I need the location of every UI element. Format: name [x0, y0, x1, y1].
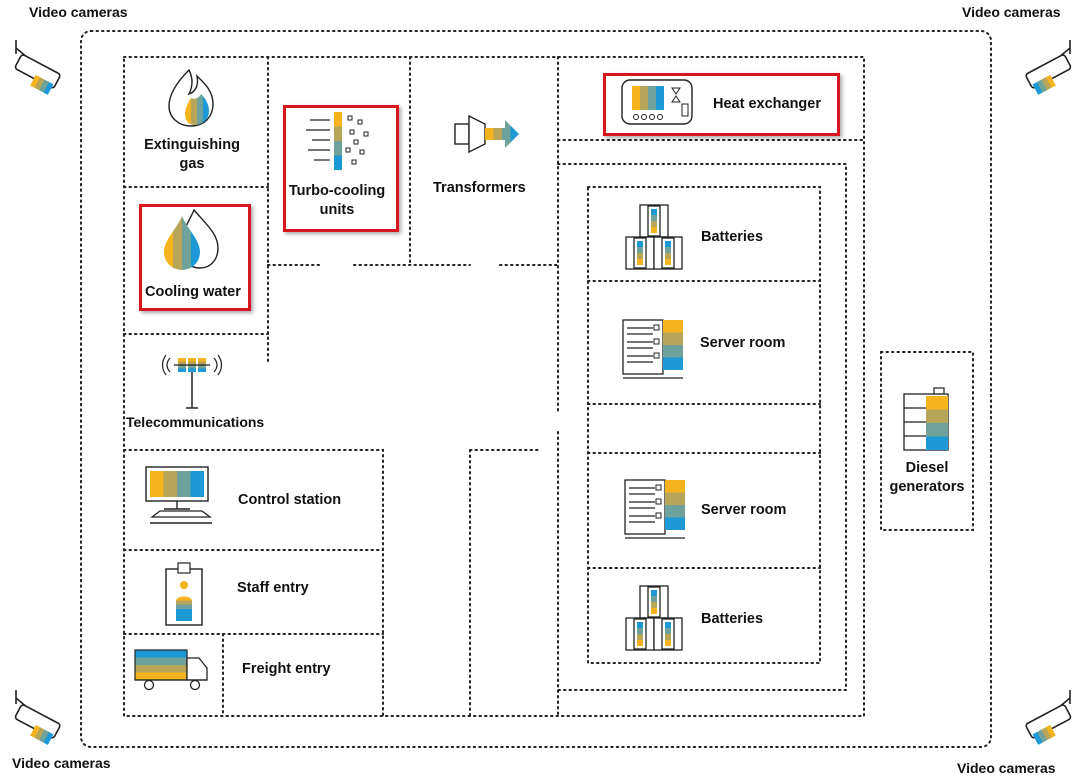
- highlight-turbo-cooling: [283, 105, 399, 232]
- label-turbo-cooling: Turbo-cooling units: [288, 183, 386, 218]
- truck-icon: [134, 649, 208, 691]
- camera-icon-top-left: [13, 39, 62, 96]
- label-batteries-top: Batteries: [701, 229, 764, 245]
- generator-icon: [903, 387, 949, 451]
- label-staff-entry: Staff entry: [237, 580, 309, 596]
- camera-icon-top-right: [1024, 39, 1073, 96]
- highlight-heat-exchanger: [603, 73, 840, 136]
- label-cooling-water: Cooling water: [145, 284, 241, 300]
- badge-icon: [165, 562, 203, 626]
- server-icon-top: [622, 319, 684, 379]
- label-freight-entry: Freight entry: [242, 661, 331, 677]
- walls: [80, 30, 992, 748]
- camera-label-top-left: Video cameras: [29, 4, 128, 20]
- water-drop-icon: [164, 208, 219, 270]
- flame-icon: [168, 68, 214, 127]
- transformer-icon: [454, 114, 519, 154]
- highlight-cooling-water: [139, 204, 251, 311]
- label-extinguishing-gas: Extinguishing gas: [144, 137, 240, 172]
- label-diesel-generators: Diesel generators: [889, 460, 965, 495]
- monitor-icon: [145, 466, 212, 524]
- camera-label-bottom-left: Video cameras: [12, 755, 111, 771]
- batteries-icon-bottom: [626, 586, 682, 650]
- label-batteries-bottom: Batteries: [701, 611, 764, 627]
- antenna-icon: [161, 354, 223, 409]
- label-heat-exchanger: Heat exchanger: [713, 96, 821, 112]
- label-control-station: Control station: [238, 492, 342, 508]
- label-server-room-top: Server room: [700, 335, 786, 351]
- batteries-icon-top: [626, 205, 682, 269]
- label-transformers: Transformers: [433, 180, 526, 196]
- turbo-cooling-icon: [306, 112, 369, 170]
- heat-exchanger-icon: [621, 79, 693, 125]
- label-telecommunications: Telecommunications: [126, 414, 265, 430]
- camera-label-bottom-right: Video cameras: [957, 760, 1056, 776]
- server-icon-bottom: [624, 479, 686, 539]
- label-server-room-bottom: Server room: [701, 502, 787, 518]
- camera-icon-bottom-right: [1024, 689, 1073, 746]
- camera-label-top-right: Video cameras: [962, 4, 1061, 20]
- camera-icon-bottom-left: [13, 689, 62, 746]
